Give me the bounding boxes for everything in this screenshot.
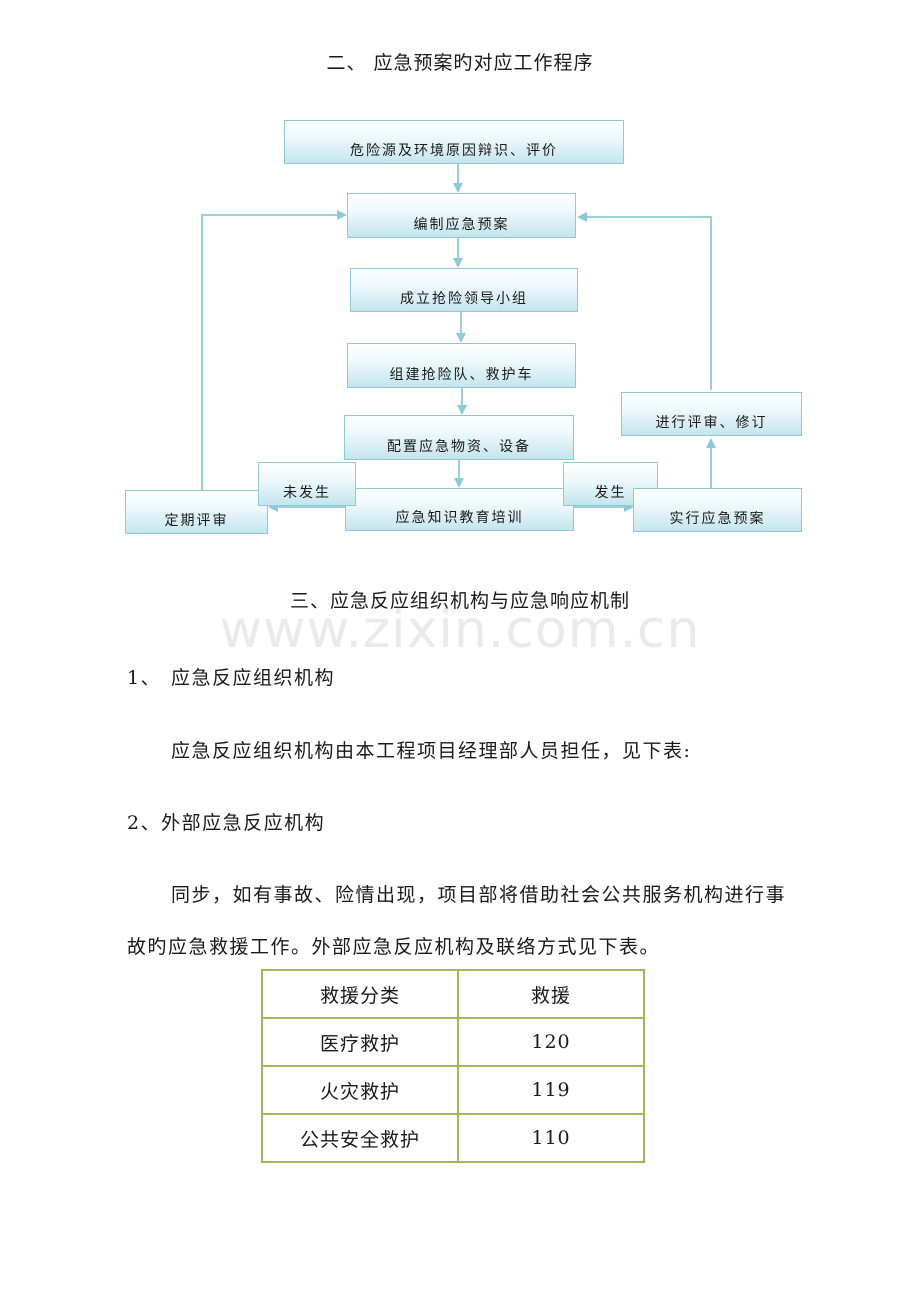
table-row: 医疗救护 120 [261,1017,645,1067]
arrow-periodic-to-compile [201,210,347,490]
box-rescue-squad: 组建抢险队、救护车 [347,343,576,388]
table-row: 火灾救护 119 [261,1065,645,1115]
section-3-title: 三、应急反应组织机构与应急响应机制 [289,590,630,612]
table-header-row: 救援分类 救援 [261,969,645,1019]
item-2-title: 2、外部应急反应机构 [127,812,326,834]
item-2-body-line-2: 故旳应急救援工作。外部应急反应机构及联络方式见下表。 [127,936,661,958]
item-2-body-line-1: 同步，如有事故、险情出现，项目部将借助社会公共服务机构进行事 [171,884,787,906]
section-2-title: 二、 应急预案旳对应工作程序 [326,52,594,74]
item-1-body: 应急反应组织机构由本工程项目经理部人员担任，见下表: [171,740,692,762]
item-1-title: 应急反应组织机构 [171,667,336,689]
external-rescue-table: 救援分类 救援 医疗救护 120 火灾救护 119 公共安全救护 110 [261,969,645,1163]
table-header-rescue: 救援 [457,969,645,1019]
box-leadership-team: 成立抢险领导小组 [350,268,578,312]
table-row: 公共安全救护 110 [261,1113,645,1163]
flowchart-connectors [201,164,716,512]
table-cell-number: 119 [457,1065,645,1115]
box-periodic-review: 定期评审 [125,490,268,534]
box-review-revise: 进行评审、修订 [621,392,802,436]
table-cell-category: 公共安全救护 [261,1113,459,1163]
arrow-review-to-compile [577,212,712,390]
box-emergency-training: 应急知识教育培训 [345,488,574,531]
table-header-category: 救援分类 [261,969,459,1019]
box-implement-plan: 实行应急预案 [633,488,802,532]
table-cell-number: 110 [457,1113,645,1163]
box-hazard-identification: 危险源及环境原因辩识、评价 [284,120,624,164]
box-not-occur: 未发生 [258,462,356,506]
emergency-flowchart: 危险源及环境原因辩识、评价 编制应急预案 成立抢险领导小组 组建抢险队、救护车 … [0,0,920,560]
table-cell-number: 120 [457,1017,645,1067]
box-emergency-supplies: 配置应急物资、设备 [344,415,574,460]
box-occur: 发生 [563,462,658,506]
table-cell-category: 火灾救护 [261,1065,459,1115]
table-cell-category: 医疗救护 [261,1017,459,1067]
box-compile-plan: 编制应急预案 [347,193,576,238]
item-1-number: 1、 [127,667,162,689]
